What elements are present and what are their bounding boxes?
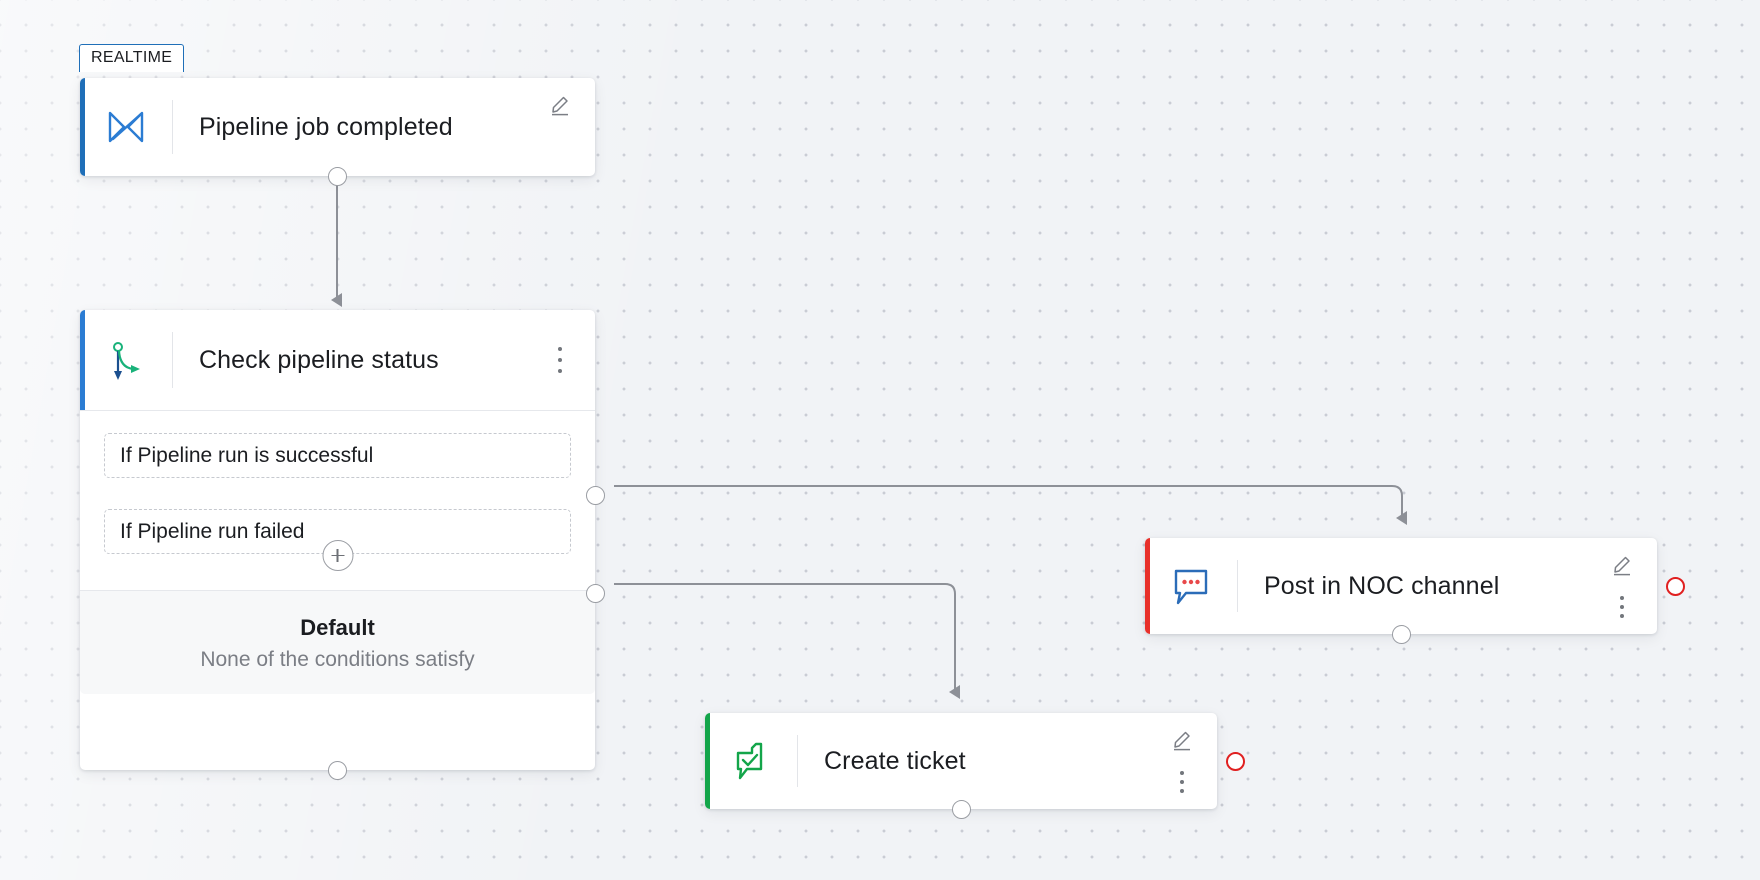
realtime-badge: REALTIME [79, 44, 185, 72]
branch-condition-icon [80, 338, 172, 382]
icon-divider [797, 735, 798, 787]
edit-icon[interactable] [549, 92, 573, 116]
output-port[interactable] [951, 799, 971, 819]
node-title: Create ticket [824, 746, 966, 775]
edit-icon[interactable] [1611, 552, 1635, 576]
ticket-check-icon [705, 739, 797, 783]
node-accent-bar [705, 713, 710, 809]
output-port[interactable] [1391, 624, 1411, 644]
node-title: Pipeline job completed [199, 112, 453, 141]
node-post-in-noc-channel[interactable]: Post in NOC channel [1145, 538, 1685, 644]
default-title: Default [300, 615, 375, 640]
azure-pipelines-icon [80, 107, 172, 147]
edit-icon[interactable] [1171, 727, 1195, 751]
icon-divider [1237, 560, 1238, 612]
output-port-default[interactable] [328, 760, 347, 780]
output-port[interactable] [328, 166, 347, 186]
add-condition-button[interactable] [322, 540, 353, 571]
edge-success-to-noc [614, 485, 1407, 525]
chat-bubble-icon [1145, 565, 1237, 607]
node-check-pipeline-status[interactable]: Check pipeline status If Pipeline run is… [80, 310, 605, 780]
icon-divider [172, 100, 173, 154]
error-output-port[interactable] [1666, 576, 1685, 596]
node-create-ticket[interactable]: Create ticket [705, 713, 1245, 819]
condition-list: If Pipeline run is successful If Pipelin… [80, 411, 595, 571]
condition-row[interactable]: If Pipeline run is successful [104, 433, 571, 478]
default-branch[interactable]: Default None of the conditions satisfy [80, 590, 595, 694]
error-output-port[interactable] [1226, 751, 1245, 771]
node-accent-bar [80, 310, 85, 410]
icon-divider [172, 332, 173, 388]
node-title: Post in NOC channel [1264, 571, 1500, 600]
more-options-icon[interactable] [552, 347, 568, 373]
edge-failed-to-ticket [614, 583, 960, 699]
output-port-condition-2[interactable] [585, 584, 605, 603]
node-trigger-pipeline-job-completed[interactable]: REALTIME Pipeline job completed [79, 44, 595, 186]
output-port-condition-1[interactable] [585, 486, 605, 505]
default-subtitle: None of the conditions satisfy [200, 648, 475, 671]
more-options-icon[interactable] [1614, 596, 1630, 618]
node-accent-bar [1145, 538, 1150, 634]
more-options-icon[interactable] [1174, 771, 1190, 793]
node-title: Check pipeline status [199, 345, 439, 374]
section-divider [80, 410, 595, 411]
node-accent-bar [80, 78, 85, 176]
